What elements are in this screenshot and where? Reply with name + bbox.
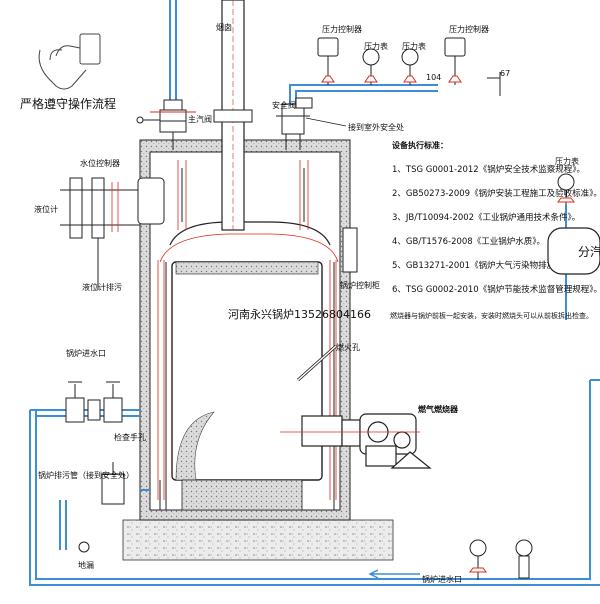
- level-gauge-label: 液位计: [34, 204, 58, 214]
- standard-4: 4、GB/T1576-2008《工业锅炉水质》。: [392, 236, 545, 247]
- handhole-label: 检查手孔: [114, 432, 146, 442]
- main-steam-valve-label: 主汽阀: [188, 114, 212, 124]
- chimney-label: 烟囱: [216, 22, 232, 32]
- inlet-lower-label: 锅炉进水口: [422, 574, 462, 584]
- floor-drain-label: 地漏: [78, 560, 94, 570]
- standards-heading: 设备执行标准：: [392, 140, 448, 150]
- pressure-gauge-2-label: 压力表: [402, 41, 426, 51]
- to-outdoor-safe-label: 接到室外安全处: [348, 122, 404, 132]
- inlet-upper-label: 锅炉进水口: [66, 348, 106, 358]
- page-title: 严格遵守操作流程: [20, 96, 116, 111]
- standard-1: 1、TSG G0001-2012《锅炉安全技术监察规程》。: [392, 164, 585, 175]
- pressure-controller-1-label: 压力控制器: [322, 24, 362, 34]
- right-pressure-gauge: [557, 173, 575, 205]
- flue-tubes: [157, 160, 337, 500]
- upper-tube-sheet: [169, 221, 331, 246]
- standards-note: 燃烧器与锅炉前板一起安装，安装时燃烧头可以从前板拆出检查。: [390, 311, 593, 320]
- top-instruments: [317, 37, 501, 96]
- water-jacket-line: [159, 233, 339, 263]
- bottom-gauges: [469, 539, 533, 580]
- right-pressure-gauge-label: 压力表: [555, 156, 579, 166]
- standard-6: 6、TSG G0002-2010《锅炉节能技术监督管理规程》。: [392, 284, 600, 295]
- chimney-flange: [213, 109, 253, 123]
- standard-3: 3、JB/T10094-2002《工业锅炉通用技术条件》。: [392, 212, 580, 223]
- feed-valves: [65, 381, 125, 553]
- boiler-controller-box: [342, 227, 358, 273]
- standard-2: 2、GB50273-2009《锅炉安装工程施工及验收标准》。: [392, 188, 600, 199]
- gas-burner-label: 燃气燃烧器: [418, 404, 459, 414]
- level-gauge-assembly: [60, 177, 165, 290]
- drain-label: 锅炉排污管（接到安全处）: [38, 470, 134, 480]
- water-level-controller-label: 水位控制器: [80, 158, 120, 168]
- fire-hole-label: 燃火孔: [336, 342, 360, 352]
- tag-67: 67: [500, 69, 510, 78]
- furnace-floor: [181, 479, 303, 511]
- furnace-crown: [175, 261, 319, 275]
- pressure-controller-2-label: 压力控制器: [449, 24, 489, 34]
- hand-illustration: [38, 33, 101, 90]
- safety-valve: [276, 97, 313, 150]
- sub-cylinder-label: 分汽: [578, 244, 600, 259]
- pressure-gauge-1-label: 压力表: [364, 41, 388, 51]
- level-drain-label: 液位计排污: [82, 282, 122, 292]
- inlet-flow-arrow: [368, 569, 420, 579]
- main-steam-valve: [136, 99, 196, 150]
- tag-104: 104: [426, 73, 441, 82]
- steam-header: [547, 227, 600, 275]
- furnace-refractory: [175, 411, 215, 481]
- concrete-foundation: [122, 519, 394, 561]
- standard-5: 5、GB13271-2001《锅炉大气污染物排放标准》。: [392, 260, 585, 271]
- manufacturer-text: 河南永兴锅炉13526804166: [228, 307, 371, 321]
- safety-valve-label: 安全阀: [272, 100, 296, 110]
- boiler-controller-label: 锅炉控制柜: [340, 280, 380, 290]
